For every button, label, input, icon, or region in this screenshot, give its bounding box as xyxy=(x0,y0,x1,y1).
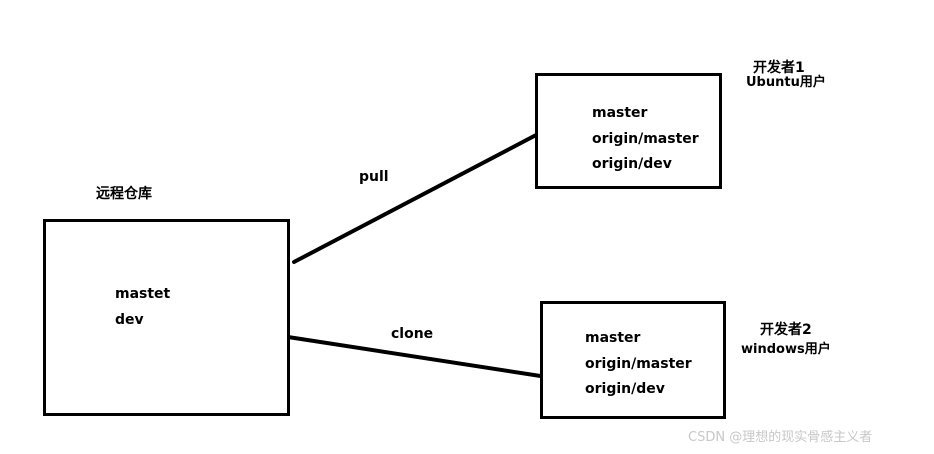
dev1-branch-origin-dev: origin/dev xyxy=(592,156,672,172)
dev1-box: master origin/master origin/dev xyxy=(535,73,722,189)
csdn-watermark: CSDN @理想的现实骨感主义者 xyxy=(688,430,873,445)
dev1-caption-title: 开发者1 xyxy=(753,60,805,76)
dev2-branch-master: master xyxy=(585,330,641,346)
dev1-branch-origin-master: origin/master xyxy=(592,131,699,147)
clone-label: clone xyxy=(391,326,434,342)
dev2-caption-title: 开发者2 xyxy=(760,322,812,338)
dev2-box: master origin/master origin/dev xyxy=(540,301,726,419)
dev2-caption-os: windows用户 xyxy=(741,342,831,357)
dev1-branch-master: master xyxy=(592,105,648,121)
clone-connector xyxy=(286,335,549,379)
remote-branch-mastet: mastet xyxy=(115,286,171,302)
pull-connector xyxy=(292,132,540,264)
dev2-branch-origin-dev: origin/dev xyxy=(585,381,665,397)
pull-label: pull xyxy=(359,169,389,185)
remote-repo-caption: 远程仓库 xyxy=(96,186,152,202)
remote-repo-box: mastet dev xyxy=(43,219,290,416)
remote-branch-dev: dev xyxy=(115,312,144,328)
dev1-caption-os: Ubuntu用户 xyxy=(746,75,826,90)
dev2-branch-origin-master: origin/master xyxy=(585,356,692,372)
